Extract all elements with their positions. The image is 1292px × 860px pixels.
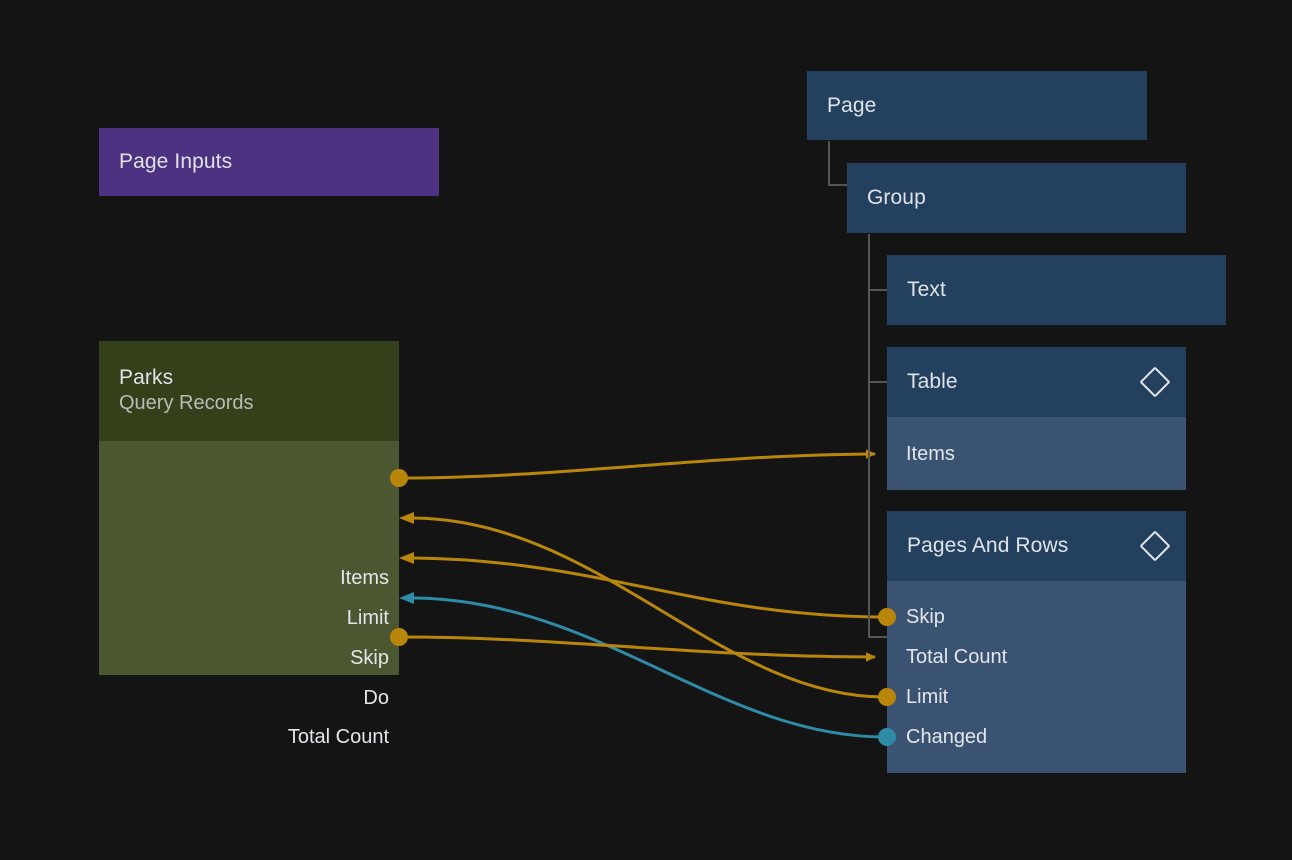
node-parks[interactable]: Parks Query Records Items Limit Skip Do … — [99, 341, 399, 748]
parks-body: Items Limit Skip Do Total Count — [99, 441, 399, 748]
parks-header[interactable]: Parks Query Records — [99, 341, 399, 441]
edge-parks-total-count-to-pages-and-rows-total-count — [400, 635, 876, 662]
pages-and-rows-header[interactable]: Pages And Rows — [887, 511, 1186, 581]
parks-port-items-label: Items — [340, 567, 389, 589]
parks-port-limit[interactable]: Limit — [347, 605, 399, 631]
node-page-inputs[interactable]: Page Inputs — [99, 128, 439, 196]
node-group[interactable]: Group — [847, 163, 1186, 233]
edge-arrowhead-parks-limit — [399, 512, 414, 524]
tree-line-group-to-table — [868, 381, 888, 383]
edge-pages-and-rows-changed-to-parks-do — [413, 596, 886, 739]
parks-title: Parks — [119, 366, 174, 389]
group-title: Group — [867, 186, 926, 209]
pages-and-rows-port-skip[interactable]: Skip — [887, 604, 945, 630]
parks-port-items[interactable]: Items — [340, 565, 399, 591]
tree-line-page-to-group-vertical — [828, 141, 830, 186]
parks-port-do[interactable]: Do — [363, 685, 399, 711]
table-body: Items — [887, 417, 1186, 490]
diamond-icon[interactable] — [1139, 530, 1171, 562]
tree-line-page-to-group-horizontal — [828, 184, 849, 186]
pages-and-rows-port-limit[interactable]: Limit — [887, 684, 948, 710]
tree-line-group-children-trunk — [868, 234, 870, 638]
table-title: Table — [907, 370, 958, 393]
parks-port-skip[interactable]: Skip — [350, 645, 399, 671]
node-page[interactable]: Page — [807, 71, 1147, 140]
pages-and-rows-port-total-count-label: Total Count — [906, 646, 1008, 668]
table-port-items[interactable]: Items — [887, 441, 955, 467]
edge-pages-and-rows-skip-to-parks-skip — [413, 556, 886, 619]
page-title: Page — [827, 93, 877, 117]
pages-and-rows-port-changed-label: Changed — [906, 726, 988, 748]
page-inputs-title: Page Inputs — [119, 150, 233, 173]
node-text[interactable]: Text — [887, 255, 1226, 325]
pages-and-rows-port-changed[interactable]: Changed — [887, 724, 987, 750]
table-port-items-label: Items — [906, 443, 955, 465]
table-header[interactable]: Table — [887, 347, 1186, 417]
parks-port-skip-label: Skip — [350, 647, 389, 669]
tree-line-group-to-pages-and-rows — [868, 636, 888, 638]
edge-arrowhead-parks-skip — [399, 552, 414, 564]
pages-and-rows-port-limit-label: Limit — [906, 686, 949, 708]
parks-port-limit-label: Limit — [346, 607, 389, 629]
parks-port-do-label: Do — [363, 687, 389, 709]
node-table[interactable]: Table Items — [887, 347, 1186, 490]
diamond-icon[interactable] — [1139, 366, 1171, 398]
page-header[interactable]: Page — [807, 71, 1147, 140]
edge-parks-items-to-table-items — [400, 449, 876, 480]
pages-and-rows-body: Skip Total Count Limit Changed — [887, 581, 1186, 773]
pages-and-rows-port-skip-label: Skip — [906, 606, 945, 628]
parks-port-total-count[interactable]: Total Count — [288, 724, 399, 750]
node-pages-and-rows[interactable]: Pages And Rows Skip Total Count Limit Ch… — [887, 511, 1186, 773]
edge-pages-and-rows-limit-to-parks-limit-path — [413, 516, 886, 699]
page-inputs-header[interactable]: Page Inputs — [99, 128, 439, 196]
parks-port-total-count-label: Total Count — [287, 726, 389, 748]
edge-arrowhead-parks-do — [399, 592, 414, 604]
pages-and-rows-port-total-count[interactable]: Total Count — [887, 644, 1007, 670]
group-header[interactable]: Group — [847, 163, 1186, 233]
text-title: Text — [907, 278, 946, 301]
tree-line-group-to-text — [868, 289, 888, 291]
parks-subtitle: Query Records — [119, 392, 254, 414]
text-header[interactable]: Text — [887, 255, 1226, 325]
pages-and-rows-title: Pages And Rows — [907, 534, 1069, 557]
